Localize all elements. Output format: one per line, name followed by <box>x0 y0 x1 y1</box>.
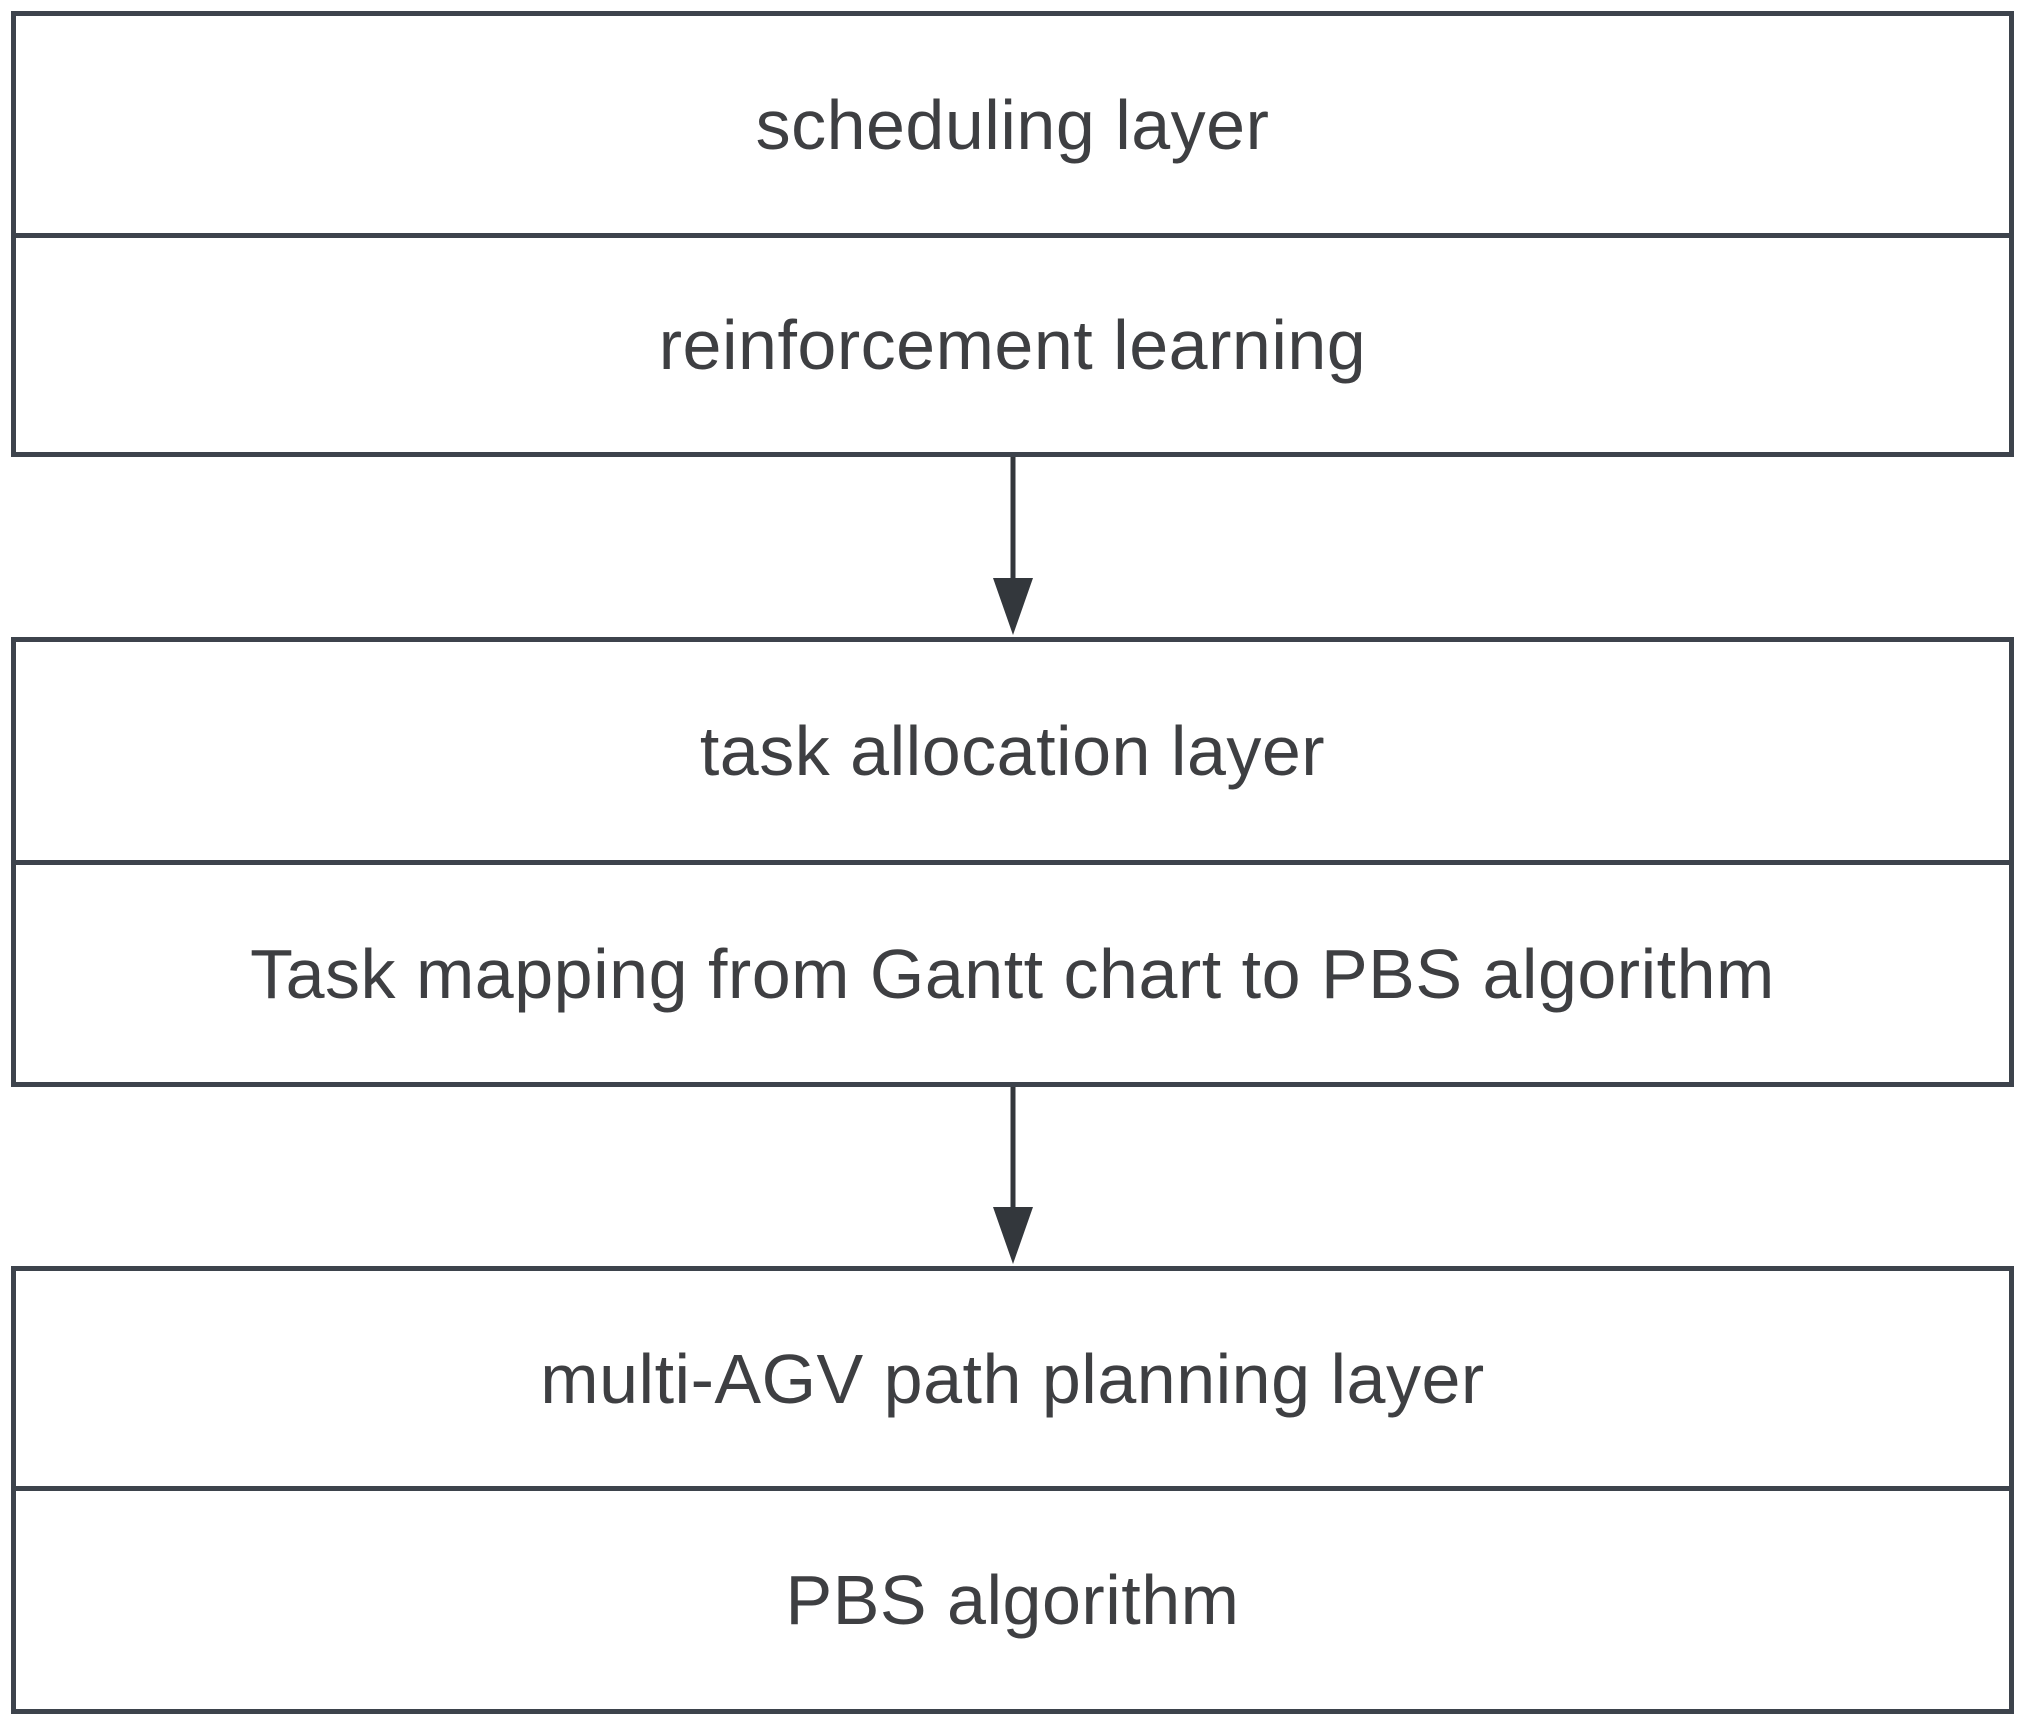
path-planning-layer-method: PBS algorithm <box>16 1486 2009 1709</box>
scheduling-layer-title: scheduling layer <box>755 85 1270 164</box>
layer-box-scheduling: scheduling layer reinforcement learning <box>11 11 2014 457</box>
path-planning-layer-title: multi-AGV path planning layer <box>540 1339 1485 1418</box>
task-allocation-layer-title: task allocation layer <box>699 712 1326 790</box>
scheduling-layer-method: reinforcement learning <box>16 233 2009 452</box>
down-arrow-icon <box>993 1087 1033 1264</box>
down-arrow-icon <box>993 457 1033 635</box>
layer-box-multi-agv-path-planning: multi-AGV path planning layer PBS algori… <box>11 1266 2014 1714</box>
task-allocation-layer-method: Task mapping from Gantt chart to PBS alg… <box>16 860 2009 1082</box>
layer-box-task-allocation: task allocation layer Task mapping from … <box>11 637 2014 1087</box>
